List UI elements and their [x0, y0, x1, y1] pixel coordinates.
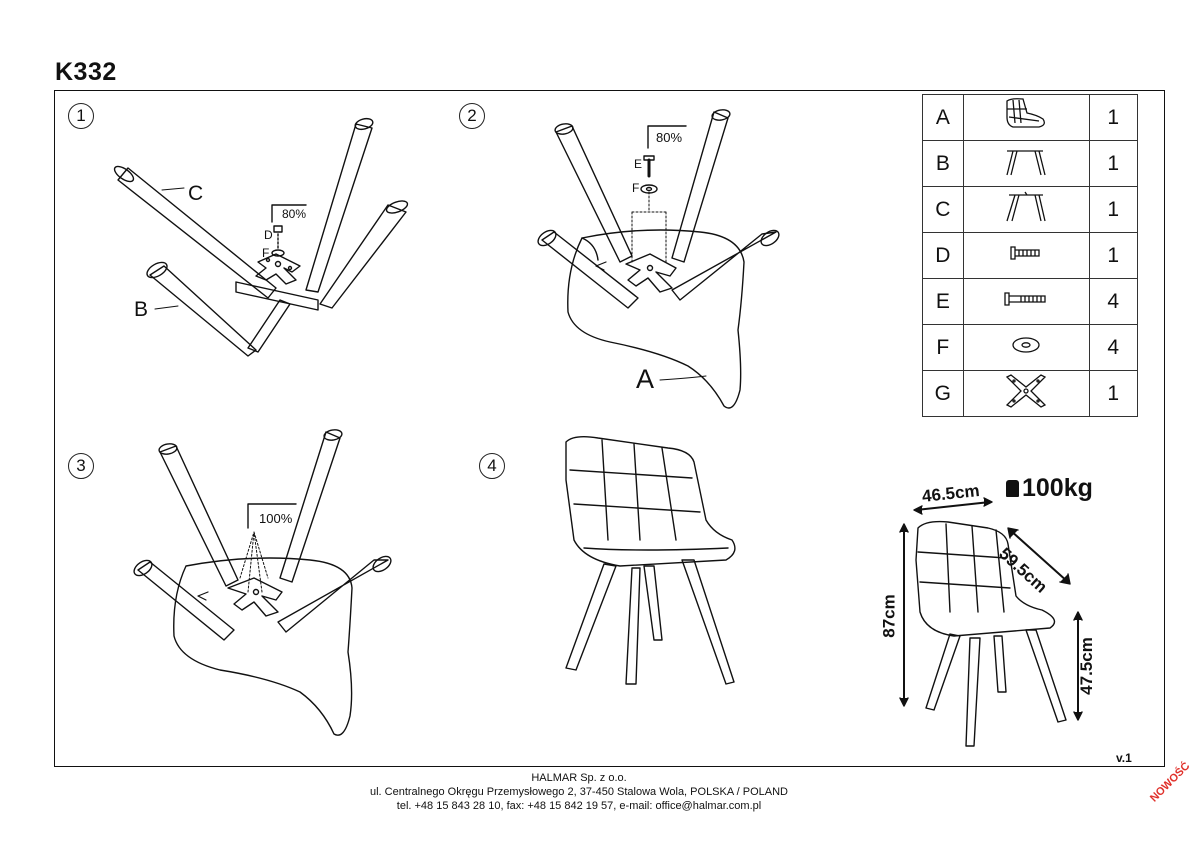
company-contact: tel. +48 15 843 28 10, fax: +48 15 842 1…	[396, 800, 762, 812]
leg-frame-b-icon	[962, 140, 1090, 187]
version-label: v.1	[1116, 751, 1132, 765]
weight-icon	[1006, 480, 1019, 497]
company-footer: HALMAR Sp. z o.o. ul. Centralnego Okręgu…	[0, 771, 1158, 813]
part-letter: F	[922, 324, 964, 371]
cross-plate-icon	[962, 370, 1090, 417]
torque-step1: 80%	[282, 207, 307, 221]
leg-b-label: B	[134, 298, 149, 321]
seat-height-dimension: 47.5cm	[1076, 637, 1096, 695]
part-letter: G	[922, 370, 964, 417]
step-number-4: 4	[479, 453, 505, 479]
washer-f-label-step1: F	[262, 246, 270, 260]
step-number-3: 3	[68, 453, 94, 479]
step1-illustration	[113, 117, 409, 357]
part-row-c: C 1	[922, 186, 1139, 233]
part-qty: 4	[1088, 278, 1139, 325]
step-number-1: 1	[68, 103, 94, 129]
seat-icon	[962, 94, 1090, 141]
step3-illustration	[133, 429, 392, 736]
torque-step2: 80%	[656, 130, 683, 145]
part-row-e: E 4	[922, 278, 1139, 325]
max-load: 100kg	[1006, 474, 1093, 503]
part-row-a: A 1	[922, 94, 1139, 141]
part-row-f: F 4	[922, 324, 1139, 371]
part-qty: 1	[1088, 370, 1139, 417]
part-letter: C	[922, 186, 964, 233]
part-letter: A	[922, 94, 964, 141]
company-name: HALMAR Sp. z o.o.	[531, 772, 627, 784]
part-qty: 1	[1088, 140, 1139, 187]
max-load-value: 100kg	[1022, 474, 1093, 502]
part-qty: 1	[1088, 232, 1139, 279]
seat-a-label: A	[636, 364, 655, 394]
screw-e-label: E	[634, 157, 643, 171]
part-qty: 4	[1088, 324, 1139, 371]
leg-frame-c-icon	[962, 186, 1090, 233]
step2-illustration	[537, 109, 780, 409]
part-row-d: D 1	[922, 232, 1139, 279]
part-row-g: G 1	[922, 370, 1139, 417]
screw-d-label: D	[264, 228, 273, 242]
part-qty: 1	[1088, 186, 1139, 233]
dimension-illustration	[899, 497, 1083, 747]
part-letter: E	[922, 278, 964, 325]
instruction-frame	[54, 90, 1165, 767]
step4-illustration	[565, 435, 736, 685]
company-address: ul. Centralnego Okręgu Przemysłowego 2, …	[369, 786, 788, 798]
washer-f-label-step2: F	[632, 181, 640, 195]
parts-list-table: A 1 B 1 C 1 D	[922, 94, 1139, 417]
step-number-2: 2	[459, 103, 485, 129]
model-title: K332	[55, 58, 117, 86]
short-screw-icon	[962, 232, 1090, 279]
leg-c-label: C	[188, 182, 204, 205]
part-letter: B	[922, 140, 964, 187]
part-row-b: B 1	[922, 140, 1139, 187]
part-qty: 1	[1088, 94, 1139, 141]
height-dimension: 87cm	[879, 594, 899, 638]
long-screw-icon	[962, 278, 1090, 325]
washer-icon	[962, 324, 1090, 371]
torque-step3: 100%	[259, 511, 293, 526]
part-letter: D	[922, 232, 964, 279]
